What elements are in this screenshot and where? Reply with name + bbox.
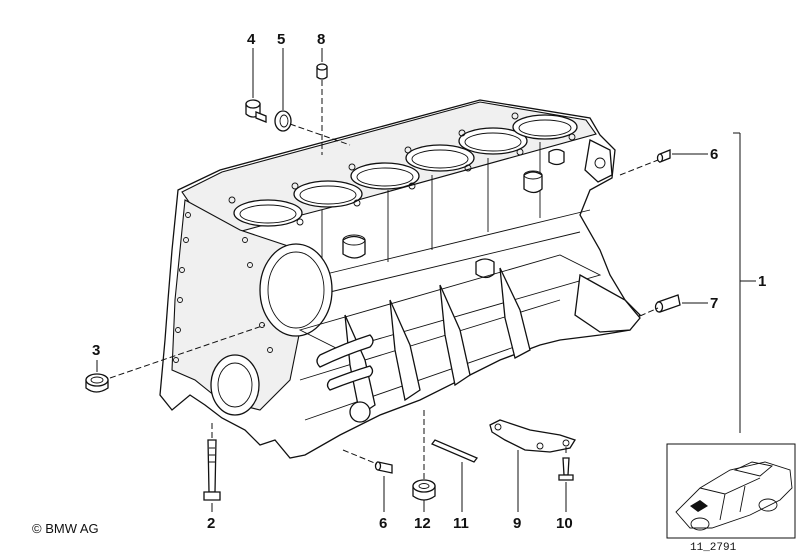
part-5-sealing-ring bbox=[274, 110, 292, 132]
callout-4: 4 bbox=[247, 31, 256, 48]
car-location-thumbnail bbox=[666, 443, 796, 539]
part-6-sleeve-bottom bbox=[374, 461, 393, 474]
callout-9: 9 bbox=[513, 515, 521, 532]
reference-code: 11_2791 bbox=[690, 542, 737, 554]
callout-1: 1 bbox=[758, 273, 766, 290]
callout-3: 3 bbox=[92, 342, 100, 359]
part-7-sleeve bbox=[654, 294, 681, 313]
deck-bolt-holes bbox=[228, 112, 576, 226]
cylinder-bores bbox=[233, 114, 578, 227]
callout-7: 7 bbox=[710, 295, 718, 312]
callout-numbers: 4 5 8 6 1 7 3 2 6 12 11 9 10 bbox=[92, 31, 766, 532]
side-bosses bbox=[342, 148, 565, 279]
callout-6-bottom: 6 bbox=[379, 515, 387, 532]
part-12-plug bbox=[412, 479, 436, 501]
bearing-webs bbox=[344, 267, 531, 417]
part-10-bolt bbox=[558, 457, 574, 481]
part-9-bracket bbox=[489, 419, 576, 453]
leader-lines bbox=[96, 48, 756, 512]
copyright-notice: © BMW AG bbox=[32, 521, 99, 536]
part-3-plug bbox=[85, 373, 109, 393]
part-2-bolt bbox=[203, 439, 221, 501]
engine-block bbox=[159, 99, 641, 459]
callout-2: 2 bbox=[207, 515, 215, 532]
callout-11: 11 bbox=[453, 515, 469, 532]
part-11-stud bbox=[430, 439, 479, 463]
part-4-screw-plug bbox=[245, 99, 267, 123]
callout-5: 5 bbox=[277, 31, 285, 48]
part-8-sleeve bbox=[316, 63, 328, 80]
callout-12: 12 bbox=[414, 515, 431, 532]
callout-10: 10 bbox=[556, 515, 573, 532]
callout-6-top: 6 bbox=[710, 146, 718, 163]
callout-8: 8 bbox=[317, 31, 325, 48]
part-6-sleeve-top bbox=[656, 149, 671, 163]
